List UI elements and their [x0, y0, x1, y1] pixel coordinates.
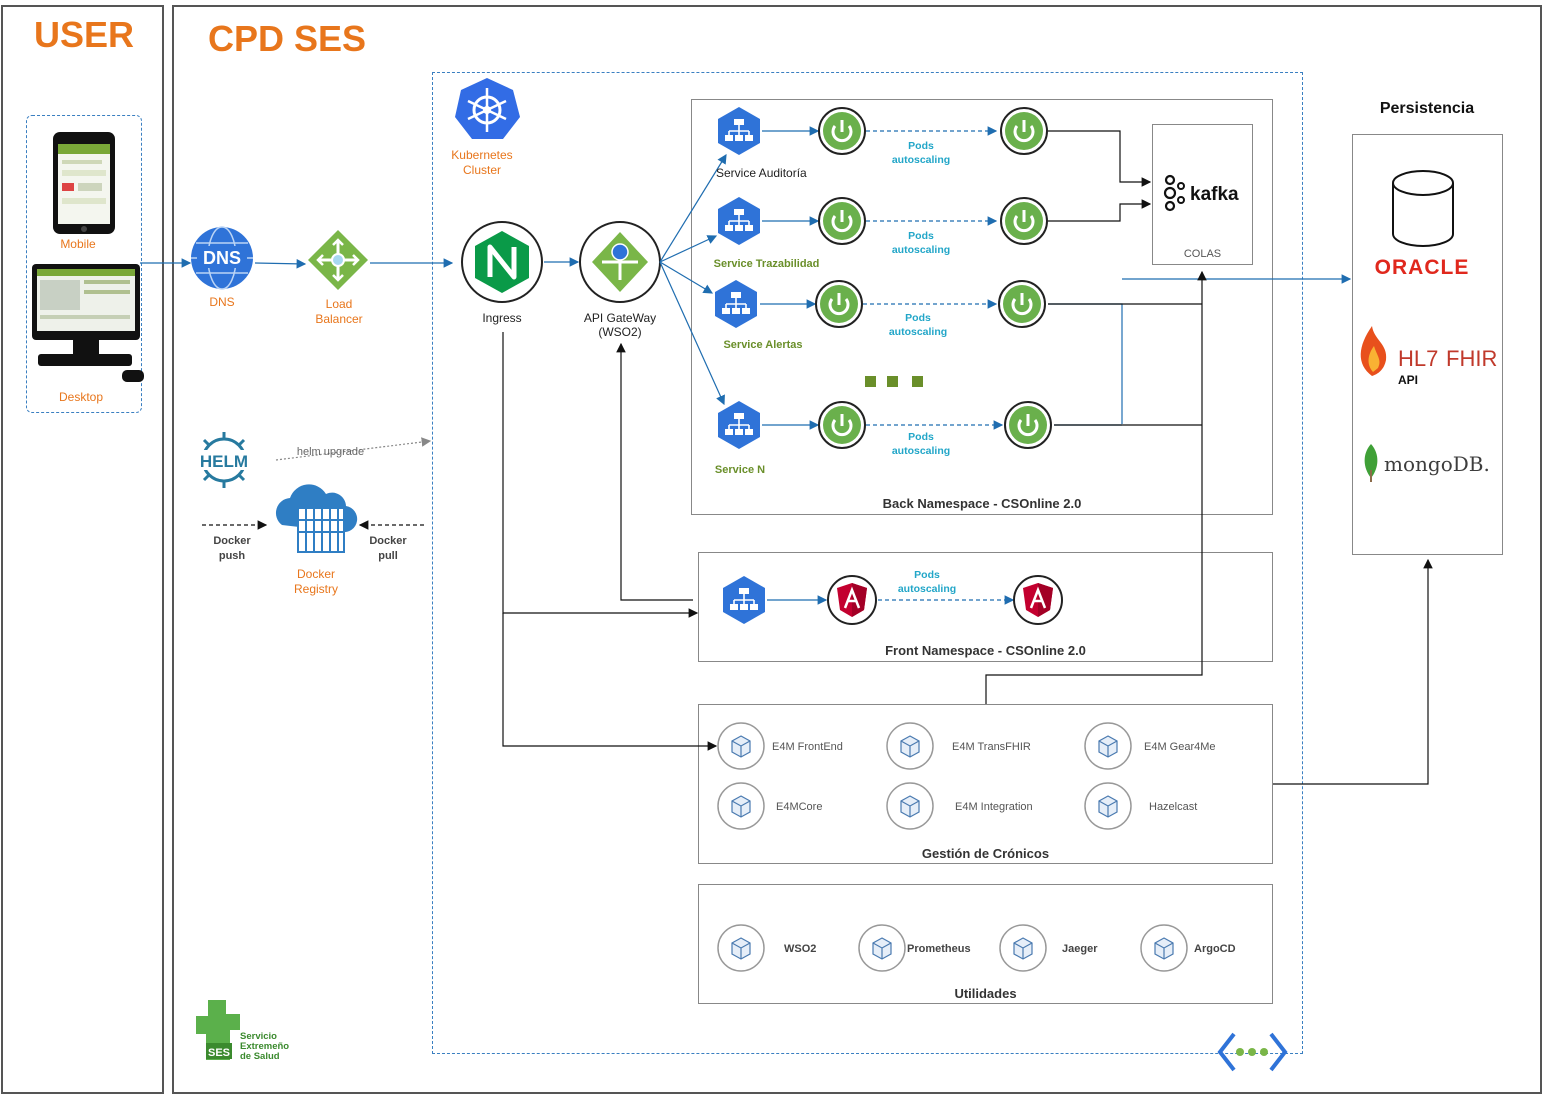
load-balancer-icon: [308, 230, 368, 290]
connectors: [140, 126, 1433, 785]
mobile-label: Mobile: [60, 237, 96, 251]
utilidades-title: Utilidades: [954, 986, 1017, 1001]
spring-pod-icon: [1003, 400, 1053, 450]
cube-icon: [999, 924, 1047, 972]
front-service-icon: [722, 575, 766, 625]
mobile-icon: [53, 132, 115, 234]
cube-icon: [717, 782, 765, 830]
pods-autoscaling-label: Pods autoscaling: [891, 140, 951, 166]
oracle-logo: ORACLE: [1375, 256, 1470, 279]
dns-icon: DNS: [191, 226, 253, 290]
service-alertas-label: Service Alertas: [723, 339, 803, 351]
service-auditoria-label: Service Auditoría: [716, 166, 807, 180]
kubernetes-cluster-area: [432, 72, 1303, 1054]
cube-icon: [717, 924, 765, 972]
cpd-title: CPD SES: [208, 18, 367, 59]
cronicos-item-label: E4M Integration: [955, 801, 1033, 813]
cronicos-item-label: Hazelcast: [1149, 801, 1198, 813]
kafka-icon: kafka: [1163, 174, 1239, 212]
user-devices-group: [26, 115, 142, 413]
front-namespace: [698, 552, 1273, 662]
mongodb-text: mongoDB.: [1384, 452, 1490, 476]
ses-logo: SES: [196, 1000, 240, 1060]
cube-icon: [886, 782, 934, 830]
ses-badge-text: SES: [208, 1047, 230, 1059]
utilidades-item-label: ArgoCD: [1194, 943, 1236, 955]
service-trazabilidad-icon: [717, 196, 761, 246]
service-trazabilidad-label: Service Trazabilidad: [713, 258, 820, 270]
database-cylinder-icon: [1392, 170, 1454, 247]
dns-label: DNS: [209, 295, 235, 309]
kubernetes-label: Kubernetes Cluster: [451, 148, 513, 177]
spring-pod-icon: [999, 106, 1049, 156]
service-alertas-icon: [714, 279, 758, 329]
angular-pod-icon: [826, 574, 878, 626]
api-gateway-icon: [579, 221, 661, 303]
service-n-icon: [717, 400, 761, 450]
spring-pod-icon: [817, 196, 867, 246]
utilidades-item-label: Jaeger: [1062, 943, 1098, 955]
cronicos-title: Gestión de Crónicos: [921, 846, 1050, 861]
spring-pod-icon: [817, 400, 867, 450]
colas-box: [1152, 124, 1253, 265]
persistencia-title: Persistencia: [1379, 100, 1475, 117]
docker-push-label: Docker push: [213, 535, 251, 562]
cronicos-item-label: E4M TransFHIR: [952, 741, 1031, 753]
utilidades-item-label: Prometheus: [907, 943, 971, 955]
utilidades-item-label: WSO2: [784, 943, 817, 955]
helm-upgrade-label: helm upgrade: [296, 446, 365, 458]
cronicos-item-label: E4M Gear4Me: [1144, 741, 1216, 753]
docker-pull-label: Docker pull: [369, 535, 407, 562]
cube-icon: [717, 722, 765, 770]
user-title: USER: [34, 14, 135, 55]
docker-registry-label: Docker Registry: [293, 567, 338, 596]
ses-name-label: Servicio Extremeño de Salud: [240, 1031, 290, 1062]
cpd-panel: [172, 5, 1542, 1094]
load-balancer-label: Load Balancer: [315, 297, 363, 326]
cronicos-namespace: [698, 704, 1273, 864]
mongodb-leaf-icon: [1364, 444, 1378, 482]
ellipsis-icon: [865, 376, 923, 387]
virtual-network-icon: [1217, 1032, 1288, 1072]
desktop-icon: [32, 264, 144, 382]
service-auditoria-icon: [717, 106, 761, 156]
cube-icon: [1140, 924, 1188, 972]
desktop-label: Desktop: [58, 390, 104, 404]
pods-autoscaling-label: Pods autoscaling: [891, 230, 951, 256]
hl7-api-text: API: [1398, 373, 1418, 387]
angular-pod-icon: [1012, 574, 1064, 626]
service-n-label: Service N: [714, 464, 766, 476]
helm-icon: HELM: [196, 432, 252, 488]
spring-pod-icon: [997, 279, 1047, 329]
spring-pod-icon: [817, 106, 867, 156]
helm-text: HELM: [200, 452, 248, 471]
hl7-text: HL7: [1398, 346, 1438, 371]
pods-autoscaling-label: Pods autoscaling: [888, 312, 948, 338]
kafka-text: kafka: [1190, 184, 1239, 205]
colas-label: COLAS: [1183, 248, 1222, 260]
docker-registry-icon: [275, 484, 358, 553]
ingress-label: Ingress: [482, 311, 522, 325]
cronicos-item-label: E4MCore: [776, 801, 823, 813]
cube-icon: [1084, 782, 1132, 830]
hl7-flame-icon: [1360, 326, 1387, 376]
cube-icon: [858, 924, 906, 972]
pods-autoscaling-label: Pods autoscaling: [891, 431, 951, 457]
kubernetes-icon: [455, 78, 520, 139]
spring-pod-icon: [999, 196, 1049, 246]
front-namespace-title: Front Namespace - CSOnline 2.0: [885, 643, 1086, 658]
cube-icon: [886, 722, 934, 770]
dns-icon-text: DNS: [203, 248, 241, 268]
fhir-text: FHIR: [1446, 346, 1497, 371]
back-namespace-title: Back Namespace - CSOnline 2.0: [882, 496, 1082, 511]
cube-icon: [1084, 722, 1132, 770]
cronicos-item-label: E4M FrontEnd: [772, 741, 843, 753]
pods-autoscaling-label: Pods autoscaling: [897, 569, 957, 595]
user-panel: [1, 5, 164, 1094]
spring-pod-icon: [814, 279, 864, 329]
ingress-nginx-icon: [461, 221, 543, 303]
api-gateway-label: API GateWay (WSO2): [583, 311, 657, 339]
